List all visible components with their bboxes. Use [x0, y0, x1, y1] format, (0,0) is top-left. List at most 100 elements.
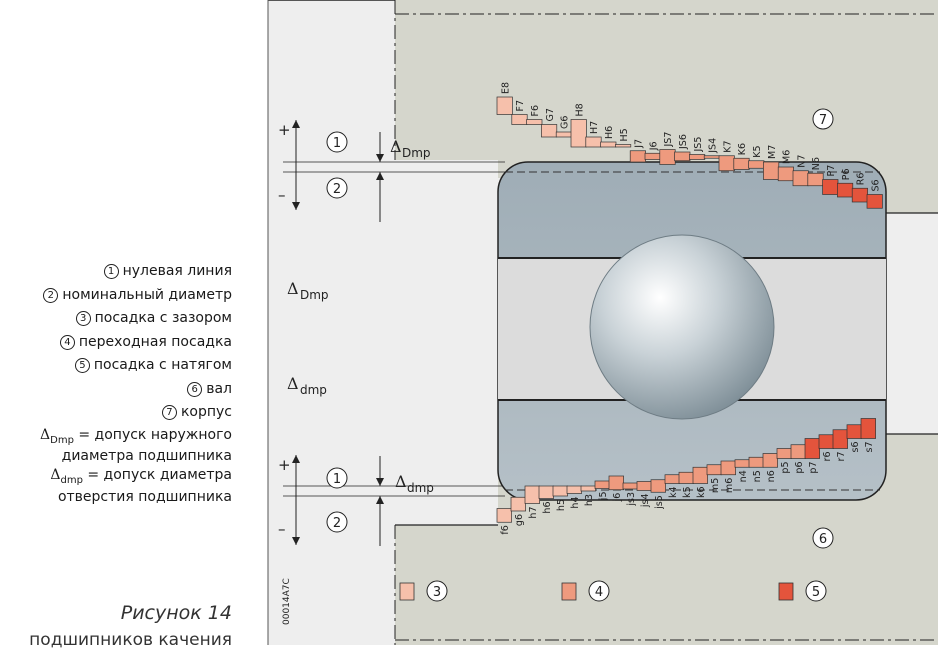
- tolerance-bar-H8: [570, 119, 587, 148]
- fit-label-r6: r6: [822, 452, 833, 462]
- tolerance-bar-R6: [851, 187, 868, 203]
- fit-label-H5: H5: [619, 128, 630, 141]
- housing-arrow-down-icon: [292, 202, 300, 210]
- fit-label-j6: j6: [612, 493, 623, 503]
- fit-label-M6: M6: [782, 150, 793, 164]
- fit-label-h6: h6: [542, 502, 553, 514]
- housing-arrow-up-icon: [292, 120, 300, 128]
- fit-label-f6: f6: [500, 525, 511, 534]
- fit-label-h7: h7: [528, 507, 539, 519]
- fit-label-K5: K5: [752, 145, 763, 157]
- fit-label-K6: K6: [737, 143, 748, 155]
- tolerance-bar-js3: [622, 482, 638, 490]
- delta-housing-delta: Δ: [390, 137, 402, 156]
- key-interference-number: 5: [812, 585, 820, 600]
- callout-badge: 1: [103, 264, 119, 279]
- callout-zero-line-bottom: 1: [333, 472, 341, 487]
- tolerance-bar-N7: [792, 170, 809, 187]
- tolerance-bar-JS4: [703, 155, 720, 159]
- tolerance-bar-js4: [636, 481, 652, 491]
- tolerance-bar-P6: [837, 182, 854, 198]
- delta-shaft-delta: Δ: [395, 472, 407, 491]
- tolerance-bar-n6: [762, 453, 778, 468]
- delta-housing-arrow-down-icon: [376, 154, 384, 162]
- fit-label-g6: g6: [514, 514, 525, 526]
- delta-housing-label-subscript: Dmp: [300, 288, 329, 302]
- fit-label-r7: r7: [836, 452, 847, 462]
- fit-label-JS7: JS7: [663, 132, 674, 148]
- key-transition-circle: [588, 580, 610, 602]
- tolerance-bar-G7: [541, 124, 558, 138]
- fit-label-m5: m5: [710, 478, 721, 493]
- tolerance-bar-H6: [600, 141, 617, 148]
- tolerance-bar-n5: [748, 456, 764, 468]
- legend-item-text: номинальный диаметр: [62, 286, 232, 303]
- shaft-arrow-down-icon: [292, 537, 300, 545]
- tolerance-bar-K7: [718, 155, 735, 172]
- callout-nominal-top: 2: [333, 182, 341, 197]
- definition-text: = допуск диаметра: [82, 467, 232, 484]
- callout-shaft-circle: [812, 527, 834, 549]
- callout-zero-line-bottom-circle: [326, 467, 348, 489]
- tolerance-bar-K6: [733, 157, 750, 170]
- fit-label-S6: S6: [870, 179, 881, 191]
- tolerance-bar-S6: [866, 194, 883, 209]
- fit-label-JS6: JS6: [678, 134, 689, 150]
- tolerance-bar-JS6: [674, 151, 691, 162]
- delta-symbol: Δ: [40, 426, 51, 443]
- definition-text-cont: диаметра подшипника: [61, 448, 232, 465]
- tolerance-bar-s6: [846, 424, 862, 439]
- key-clearance-number: 3: [433, 585, 441, 600]
- tolerance-bar-P7: [822, 179, 839, 195]
- legend-item-text: нулевая линия: [122, 263, 232, 279]
- delta-shaft-arrow-up-icon: [376, 496, 384, 504]
- tolerance-bar-N6: [807, 172, 824, 187]
- fit-label-G7: G7: [545, 108, 556, 121]
- fit-label-j5: j5: [598, 492, 609, 502]
- tolerance-bar-m5: [706, 464, 722, 476]
- key-transition-number: 4: [595, 585, 603, 600]
- callout-nominal-bottom: 2: [333, 516, 341, 531]
- tolerance-bar-p7: [804, 438, 820, 459]
- fit-label-n6: n6: [766, 470, 777, 482]
- fit-label-h5: h5: [556, 499, 567, 511]
- fit-label-h4: h4: [570, 497, 581, 509]
- fit-label-N7: N7: [796, 155, 807, 168]
- fit-label-H7: H7: [589, 121, 600, 134]
- fit-label-k6: k6: [696, 487, 707, 499]
- rolling-ball: [589, 234, 775, 420]
- plus-sign: +: [278, 456, 291, 474]
- delta-subscript: Dmp: [50, 434, 74, 446]
- tolerance-bar-JS5: [689, 154, 706, 160]
- minus-sign: –: [278, 520, 286, 538]
- tolerance-bar-p6: [790, 444, 806, 459]
- fit-label-n4: n4: [738, 470, 749, 482]
- delta-housing-subscript: Dmp: [402, 146, 431, 160]
- tolerance-bar-K5: [748, 160, 765, 169]
- tolerance-bar-f6: [496, 508, 512, 523]
- tolerance-bar-m6: [720, 460, 736, 476]
- tolerance-bar-G6: [555, 131, 572, 138]
- legend-item-text: посадка с зазором: [94, 310, 232, 326]
- fit-label-js5: js5: [654, 495, 665, 510]
- delta-subscript: dmp: [60, 475, 83, 487]
- delta-symbol: Δ: [50, 467, 61, 484]
- tolerance-bar-p5: [776, 448, 792, 459]
- fit-label-JS5: JS5: [693, 137, 704, 153]
- callout-badge: 4: [59, 334, 75, 350]
- callout-zero-line-top: 1: [333, 136, 341, 151]
- fit-label-N6: N6: [811, 157, 822, 170]
- callout-badge: 7: [161, 405, 177, 420]
- delta-bore-label: Δ: [287, 374, 299, 393]
- tolerance-bar-J7: [629, 150, 646, 163]
- fit-label-js3: js3: [626, 492, 637, 507]
- key-interference-circle: [805, 580, 827, 602]
- key-interference-swatch: [778, 582, 794, 601]
- fit-label-h3: h3: [584, 494, 595, 506]
- housing-body: [395, 0, 938, 213]
- callout-nominal-bottom-circle: [326, 511, 348, 533]
- tolerance-bar-k6: [692, 466, 708, 484]
- fit-label-K7: K7: [722, 140, 733, 152]
